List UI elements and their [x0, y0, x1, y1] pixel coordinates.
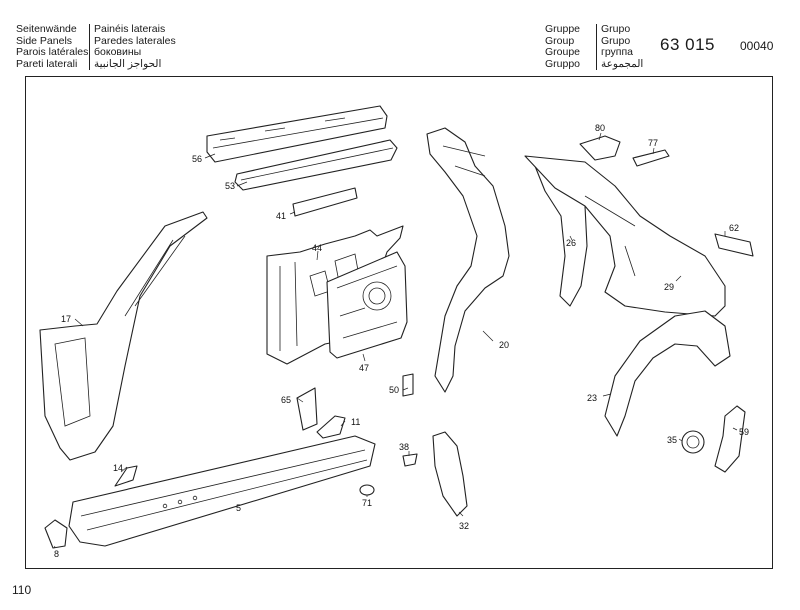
group-russian: группа — [601, 46, 634, 58]
group-german: Gruppe — [545, 23, 581, 35]
group-label-right: Grupo Grupo группа المجموعة — [596, 23, 644, 70]
part-59 — [714, 405, 746, 473]
part-77 — [632, 149, 670, 167]
callout-38: 38 — [399, 442, 409, 452]
part-11 — [316, 415, 346, 439]
group-code: 00040 — [740, 39, 774, 53]
leader-lines — [53, 132, 738, 549]
title-russian: боковины — [94, 46, 142, 58]
part-14 — [114, 465, 138, 487]
callout-41: 41 — [276, 211, 286, 221]
callout-32: 32 — [459, 521, 469, 531]
part-53 — [234, 139, 398, 191]
callout-29: 29 — [664, 282, 674, 292]
callout-labels: 56 53 41 44 47 17 65 11 14 5 8 50 38 71 … — [54, 123, 749, 559]
callout-17: 17 — [61, 314, 71, 324]
part-32 — [432, 431, 468, 517]
part-5 — [68, 435, 376, 547]
callout-77: 77 — [648, 138, 658, 148]
part-56 — [206, 105, 388, 163]
title-german: Seitenwände — [16, 23, 77, 35]
part-65 — [296, 387, 318, 431]
callout-5: 5 — [236, 503, 241, 513]
callout-80: 80 — [595, 123, 605, 133]
callout-11: 11 — [351, 417, 360, 427]
group-spanish: Grupo — [601, 34, 631, 47]
title-arabic: الحواجز الجانبية — [94, 57, 162, 70]
callout-8: 8 — [54, 549, 59, 559]
group-italian: Gruppo — [545, 57, 581, 70]
title-french: Parois latérales — [16, 46, 89, 58]
callout-23: 23 — [587, 393, 597, 403]
part-71 — [359, 484, 375, 496]
callout-44: 44 — [312, 243, 322, 253]
title-italian: Pareti laterali — [16, 57, 78, 70]
callout-56: 56 — [192, 154, 202, 164]
part-47 — [326, 251, 408, 359]
exploded-parts-diagram: 56 53 41 44 47 17 65 11 14 5 8 50 38 71 … — [39, 105, 754, 559]
callout-62: 62 — [729, 223, 739, 233]
title-portuguese: Painéis laterais — [94, 23, 166, 35]
part-29 — [524, 155, 726, 317]
page-number: 110 — [12, 583, 32, 597]
part-50 — [402, 373, 414, 397]
group-number: 63 015 — [660, 35, 715, 54]
part-35 — [681, 430, 705, 454]
group-arabic: المجموعة — [601, 57, 644, 70]
title-spanish: Paredes laterales — [94, 34, 176, 47]
part-80 — [579, 135, 621, 161]
group-english: Group — [545, 34, 575, 47]
callout-14: 14 — [113, 463, 123, 473]
title-block-left: Seitenwände Side Panels Parois latérales… — [16, 23, 89, 70]
callout-53: 53 — [225, 181, 235, 191]
callout-26: 26 — [566, 238, 576, 248]
callout-20: 20 — [499, 340, 509, 350]
callout-50: 50 — [389, 385, 399, 395]
title-english: Side Panels — [16, 34, 73, 47]
part-8 — [44, 519, 68, 549]
title-block-right: Painéis laterais Paredes laterales боков… — [89, 23, 176, 70]
callout-65: 65 — [281, 395, 291, 405]
diagram-frame — [25, 76, 773, 569]
part-17 — [39, 211, 208, 461]
part-23 — [604, 310, 731, 437]
part-20 — [426, 127, 510, 393]
part-38 — [402, 453, 418, 467]
callout-59: 59 — [739, 427, 749, 437]
callout-35: 35 — [667, 435, 677, 445]
group-french: Groupe — [545, 46, 581, 58]
part-62 — [714, 233, 754, 257]
callout-47: 47 — [359, 363, 369, 373]
group-label-left: Gruppe Group Groupe Gruppo — [545, 23, 581, 70]
part-41 — [292, 187, 358, 217]
callout-71: 71 — [362, 498, 372, 508]
group-portuguese: Grupo — [601, 23, 631, 35]
